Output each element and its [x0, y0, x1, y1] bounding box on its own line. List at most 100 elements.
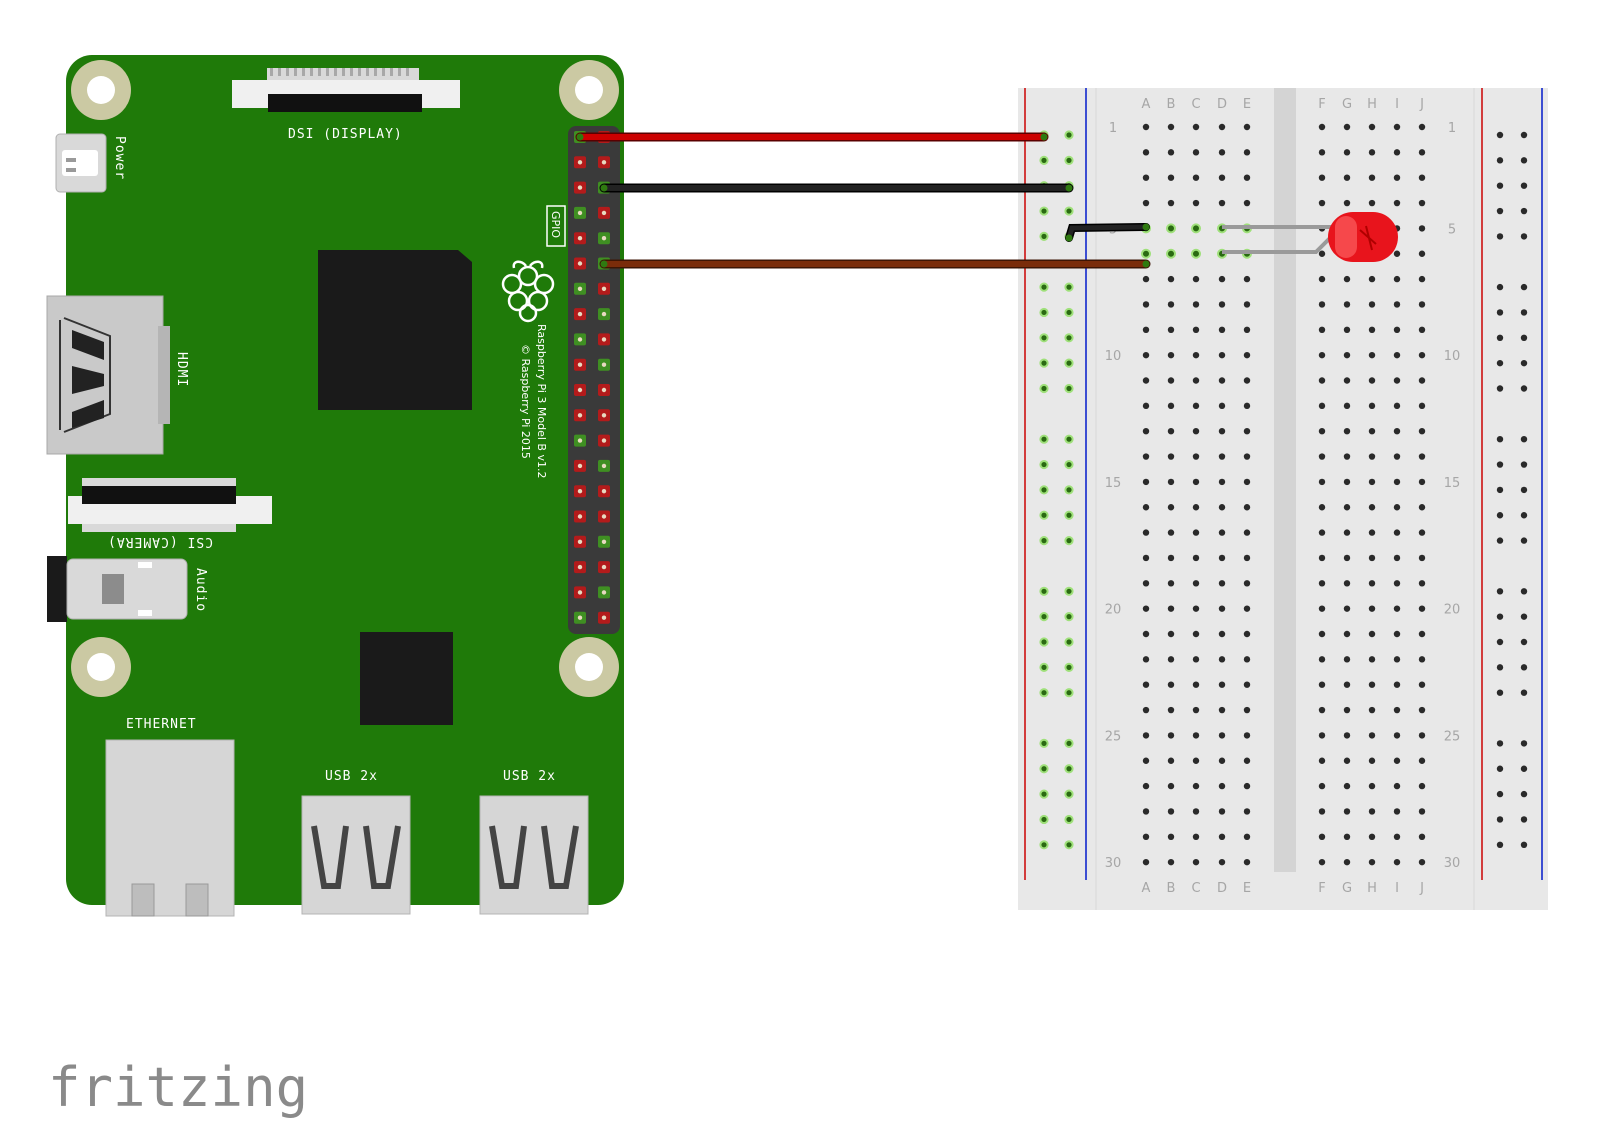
breadboard-hole — [1418, 681, 1426, 688]
breadboard-hole — [1243, 149, 1251, 156]
breadboard-hole — [1167, 174, 1175, 181]
breadboard-hole — [1243, 833, 1251, 840]
breadboard-hole — [1343, 326, 1351, 333]
breadboard-hole — [1343, 377, 1351, 384]
breadboard-hole — [1368, 757, 1376, 764]
csi-connector — [68, 478, 272, 532]
breadboard-hole — [1418, 630, 1426, 638]
breadboard-hole — [1167, 706, 1175, 714]
breadboard-hole — [1368, 199, 1376, 207]
breadboard-hole — [1318, 706, 1326, 714]
rail-hole — [1064, 485, 1074, 495]
breadboard-hole — [1418, 605, 1426, 612]
breadboard-hole — [1418, 529, 1426, 536]
breadboard-hole — [1142, 706, 1150, 714]
breadboard-hole — [1393, 706, 1401, 714]
rail-hole — [1039, 206, 1049, 216]
breadboard-hole — [1142, 833, 1150, 840]
breadboard-hole — [1218, 275, 1226, 283]
breadboard-hole — [1167, 149, 1175, 156]
breadboard-hole — [1167, 833, 1175, 840]
breadboard-hole — [1243, 301, 1251, 308]
rail-hole — [1496, 613, 1504, 620]
breadboard-hole — [1318, 782, 1326, 790]
raspberry-logo-icon — [501, 260, 555, 323]
rail-hole — [1496, 334, 1504, 341]
breadboard-holes — [1039, 123, 1528, 866]
csi-label: CSI (CAMERA) — [107, 534, 213, 549]
breadboard-hole — [1142, 453, 1150, 460]
breadboard-hole — [1243, 478, 1251, 486]
breadboard-hole — [1167, 529, 1175, 536]
gpio-header — [568, 126, 620, 634]
breadboard-hole — [1393, 580, 1401, 587]
breadboard-hole — [1393, 478, 1401, 486]
breadboard-hole — [1318, 453, 1326, 460]
breadboard-hole — [1192, 377, 1200, 384]
breadboard-hole — [1142, 554, 1150, 562]
rail-hole — [1039, 688, 1049, 698]
breadboard-hole — [1243, 858, 1251, 866]
breadboard-hole — [1318, 123, 1326, 131]
row-number: 10 — [1444, 349, 1461, 364]
usb-controller-chip — [360, 632, 453, 725]
breadboard-hole — [1167, 605, 1175, 612]
breadboard-hole — [1192, 149, 1200, 156]
rail-hole — [1064, 333, 1074, 343]
breadboard-hole — [1192, 301, 1200, 308]
column-label: J — [1419, 97, 1424, 112]
breadboard-hole — [1343, 149, 1351, 156]
ethernet-label: ETHERNET — [126, 717, 197, 732]
breadboard-hole — [1393, 377, 1401, 384]
breadboard-hole — [1192, 478, 1200, 486]
rail-hole — [1064, 536, 1074, 546]
breadboard-hole — [1393, 174, 1401, 181]
breadboard-hole — [1192, 174, 1200, 181]
breadboard-hole — [1418, 554, 1426, 562]
breadboard-hole — [1318, 377, 1326, 384]
rail-hole — [1064, 383, 1074, 394]
column-label: F — [1318, 97, 1325, 112]
row-number: 30 — [1444, 856, 1461, 871]
breadboard-hole — [1418, 453, 1426, 460]
breadboard-hole — [1393, 656, 1401, 663]
dsi-connector — [232, 68, 460, 112]
breadboard-hole — [1167, 504, 1175, 511]
breadboard-hole — [1167, 580, 1175, 587]
breadboard-hole — [1318, 554, 1326, 562]
breadboard-hole — [1418, 225, 1426, 232]
breadboard-hole — [1192, 453, 1200, 460]
breadboard-hole — [1368, 808, 1376, 815]
rail-hole — [1496, 436, 1504, 443]
gpio-label-box — [546, 205, 566, 247]
breadboard-hole — [1318, 428, 1326, 435]
breadboard-hole — [1167, 757, 1175, 764]
rail-hole — [1520, 790, 1528, 798]
breadboard-hole — [1343, 453, 1351, 460]
rail-hole — [1039, 789, 1049, 799]
rail-hole — [1039, 738, 1049, 749]
rail-hole — [1064, 662, 1074, 672]
rail-hole — [1520, 233, 1528, 240]
gpio-label: GPIO — [549, 211, 562, 238]
breadboard-hole — [1343, 681, 1351, 688]
column-label: G — [1342, 881, 1352, 896]
breadboard-hole — [1191, 223, 1201, 234]
row-number: 15 — [1444, 476, 1461, 491]
breadboard-hole — [1218, 123, 1226, 131]
breadboard-hole — [1218, 580, 1226, 587]
usb-label-2: USB 2x — [503, 769, 556, 784]
breadboard-hole — [1368, 580, 1376, 587]
rail-hole — [1064, 637, 1074, 647]
breadboard-hole — [1418, 833, 1426, 840]
breadboard-hole — [1142, 782, 1150, 790]
breadboard-hole — [1368, 605, 1376, 612]
column-label: E — [1243, 881, 1251, 896]
rail-hole — [1520, 816, 1528, 823]
breadboard-hole — [1167, 656, 1175, 663]
breadboard-hole — [1418, 580, 1426, 587]
breadboard-hole — [1343, 402, 1351, 410]
rail-hole — [1064, 282, 1074, 292]
raspberry-pi-board: DSI (DISPLAY) Power HDMI CSI (CAMERA) — [46, 55, 624, 917]
breadboard-hole — [1318, 681, 1326, 688]
